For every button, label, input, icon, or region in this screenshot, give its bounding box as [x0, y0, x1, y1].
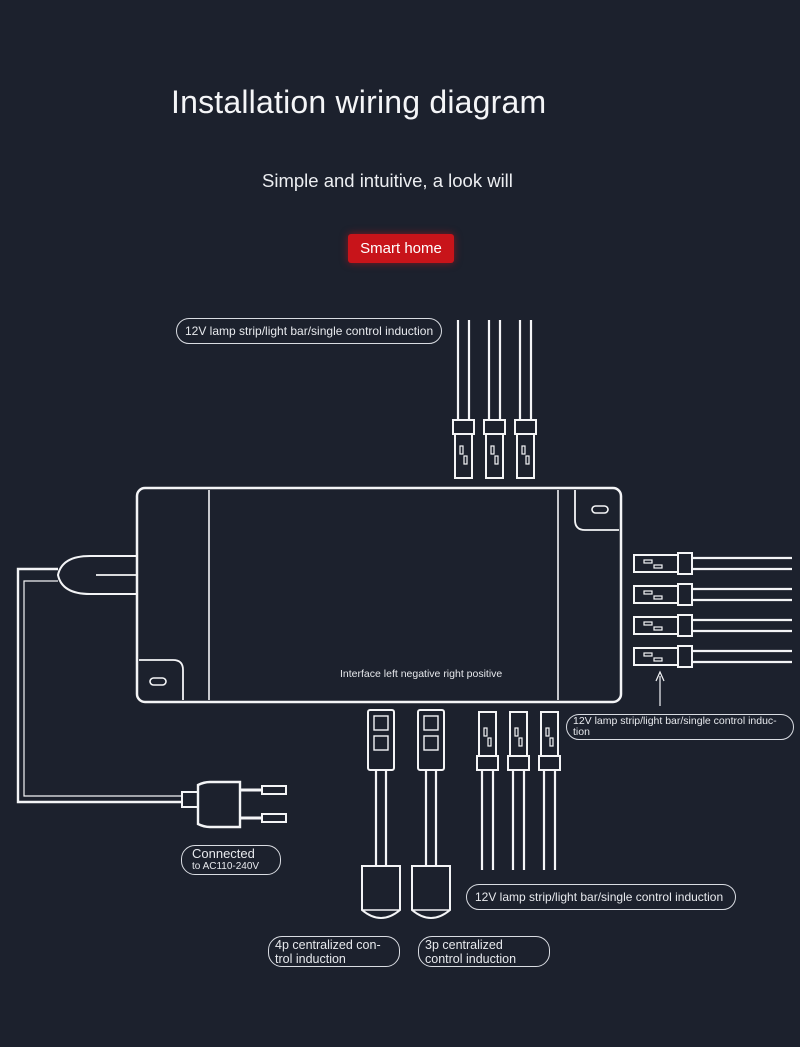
power-cable — [16, 555, 287, 829]
power-label-line1: Connected — [192, 846, 255, 861]
power-label-line2: to AC110-240V — [192, 861, 260, 872]
right-strip-label: 12V lamp strip/light bar/single control … — [566, 714, 794, 740]
centralized-connectors — [361, 709, 451, 919]
three-p-label: 3p centralized control induction — [418, 936, 550, 967]
power-label: Connected to AC110-240V — [181, 845, 281, 875]
right-connectors — [633, 552, 792, 706]
page-subtitle: Simple and intuitive, a look will — [262, 170, 513, 191]
smart-home-badge: Smart home — [348, 234, 454, 263]
bottom-strip-label: 12V lamp strip/light bar/single control … — [466, 884, 736, 910]
bottom-connectors — [476, 711, 561, 870]
top-connectors — [452, 320, 537, 479]
top-strip-label: 12V lamp strip/light bar/single control … — [176, 318, 443, 344]
page-title: Installation wiring diagram — [171, 84, 547, 120]
four-p-label: 4p centralized con-trol induction — [268, 936, 400, 967]
interface-note: Interface left negative right positive — [340, 668, 503, 680]
